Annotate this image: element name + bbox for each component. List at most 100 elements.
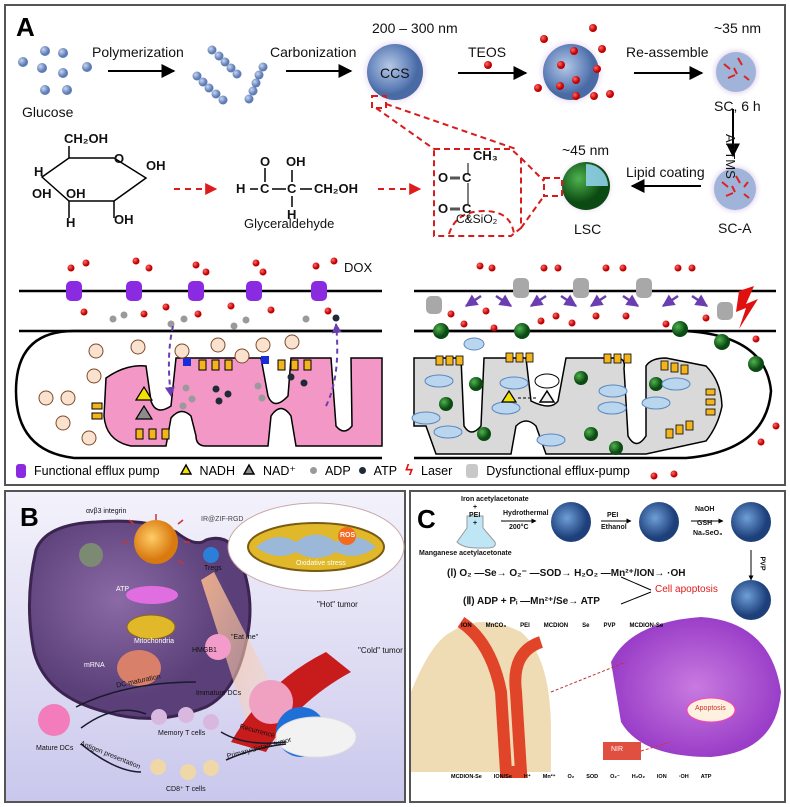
glyc-ch2oh: CH₂OH — [314, 181, 359, 196]
glyc-o: O — [260, 154, 271, 169]
label-c-1: C — [462, 170, 472, 185]
label-polymerization: Polymerization — [92, 44, 184, 60]
legend-bottom-mcdion-se: MCDION-Se — [451, 774, 482, 780]
dox-arrows-right — [464, 294, 709, 308]
label-mature-dcs: Mature DCs — [36, 745, 74, 752]
laser-icon: ϟ — [405, 462, 414, 479]
label-200c: 200°C — [509, 524, 529, 531]
tumor-vessel — [457, 617, 544, 778]
flask-icon — [456, 515, 496, 549]
nadh-triangles — [134, 385, 154, 420]
glucose-h-2: H — [66, 215, 76, 230]
atp-synthases-left — [91, 359, 312, 440]
legend-bottom-o2: O₂ — [567, 774, 575, 780]
label-mitochondria: Mitochondria — [134, 638, 175, 645]
apoptosis-cloud — [686, 697, 736, 723]
lsc-nanoparticles — [433, 321, 764, 455]
glucose-ring — [40, 146, 148, 218]
equation-1: (Ⅰ) O₂ —Se→ O₂⁻ —SOD→ H₂O₂ —Mn²⁺/ION→ ·O… — [447, 568, 686, 579]
ros-ovals — [411, 337, 691, 447]
label-naoh: NaOH — [695, 506, 715, 513]
cancer-cell — [611, 617, 781, 757]
dysfunctional-efflux-pumps — [426, 278, 733, 320]
label-carbonization: Carbonization — [270, 44, 357, 60]
panel-c-label: C — [417, 504, 436, 534]
gray-cristae — [413, 357, 723, 455]
mouse — [275, 716, 357, 758]
ir-zif-rgd-nanoparticle — [134, 520, 178, 564]
label-memory-t-cells: Memory T cells — [158, 730, 206, 737]
legend-top-mnco3: MnCO₃ — [485, 623, 507, 629]
label-nir: NIR — [611, 746, 624, 753]
sca-particle — [714, 168, 756, 210]
label-lsc: LSC — [574, 221, 602, 237]
glucose-oh-2: OH — [32, 186, 52, 201]
right-triangles — [500, 389, 556, 403]
legend-atp: ATP — [373, 463, 398, 478]
legend-top-se: Se — [582, 623, 590, 629]
label-gsh: GSH — [697, 520, 713, 527]
label-csio2: C&SiO₂ — [456, 212, 498, 226]
glucose-o: O — [114, 151, 125, 166]
mcdion-se-pvp-particle — [731, 580, 771, 620]
label-apoptosis: Apoptosis — [695, 705, 726, 712]
atp-synthases-right — [435, 352, 716, 439]
glyc-c-1: C — [260, 181, 270, 196]
pink-cristae — [103, 357, 383, 447]
mitochondria-small — [126, 614, 176, 640]
label-o-1: O — [438, 170, 449, 185]
glyceraldehyde-struct — [250, 168, 312, 207]
label-mrna: mRNA — [84, 662, 105, 669]
legend-bottom-h-plus: H⁺ — [523, 774, 531, 780]
tregs-cell — [203, 547, 219, 563]
label-sc-size: ~35 nm — [714, 20, 762, 36]
label-aptms: APTMS — [723, 134, 738, 179]
zif-particle — [79, 543, 103, 567]
complex-left — [183, 356, 269, 366]
label-dox: DOX — [344, 260, 373, 275]
zoom-box — [371, 95, 563, 237]
label-plus-1: + — [473, 504, 478, 511]
adp-icon — [309, 467, 317, 474]
panel-c: C Iron acetylacetonate + PEI + Manganese… — [409, 490, 786, 803]
label-teos: TEOS — [468, 44, 507, 60]
laser-bolt — [736, 286, 758, 329]
panel-a-label: A — [16, 12, 35, 42]
glucose-ch2oh: CH₂OH — [64, 131, 109, 146]
functional-efflux-pump-icon — [16, 463, 26, 478]
panel-b-label: B — [20, 502, 39, 532]
glucose-oh-3: OH — [66, 186, 86, 201]
silica-dots — [534, 24, 614, 100]
glucose-oh-4: OH — [114, 212, 134, 227]
label-ch3: CH₃ — [473, 148, 498, 163]
label-ccs-size: 200 – 300 nm — [372, 20, 458, 36]
functional-efflux-pumps — [66, 281, 327, 301]
glucose-oh-1: OH — [146, 158, 166, 173]
mcdion-pei-particle — [639, 502, 679, 542]
immature-dc — [205, 634, 231, 660]
label-ccs: CCS — [380, 65, 410, 81]
label-reassemble: Re-assemble — [626, 44, 709, 60]
glucose-beads — [18, 46, 92, 95]
label-manganese: Manganese acetylacetonate — [419, 550, 512, 557]
mcdion-particle — [551, 502, 591, 542]
dc-cells — [38, 634, 231, 780]
nadh-icon — [179, 463, 192, 478]
ccs-sphere — [367, 44, 423, 100]
label-pei-precursor: PEI — [469, 512, 481, 519]
label-iron-acetylacetonate: Iron acetylacetonate — [461, 496, 529, 503]
legend-top-pei: PEI — [520, 623, 530, 629]
legend-bottom-superoxide: O₂⁻ — [610, 774, 620, 780]
legend-nad-plus: NAD⁺ — [262, 464, 296, 478]
legend-functional-efflux-pump: Functional efflux pump — [34, 463, 160, 478]
legend-bottom-sod: SOD — [586, 774, 599, 780]
label-immature-dcs: Immature DCs — [196, 690, 242, 697]
legend-top-mcdion: MCDION — [543, 623, 569, 629]
label-glyceraldehyde: Glyceraldehyde — [244, 216, 335, 231]
label-cold-tumor: "Cold" tumor — [358, 646, 403, 655]
legend-adp: ADP — [324, 463, 351, 478]
equation-2: (Ⅱ) ADP + Pᵢ —Mn²⁺/Se→ ATP — [463, 596, 600, 607]
ros-burst — [338, 527, 356, 545]
panel-a-legend: Functional efflux pump NADH NAD⁺ ADP ATP… — [16, 462, 630, 479]
glyc-c-2: C — [287, 181, 297, 196]
